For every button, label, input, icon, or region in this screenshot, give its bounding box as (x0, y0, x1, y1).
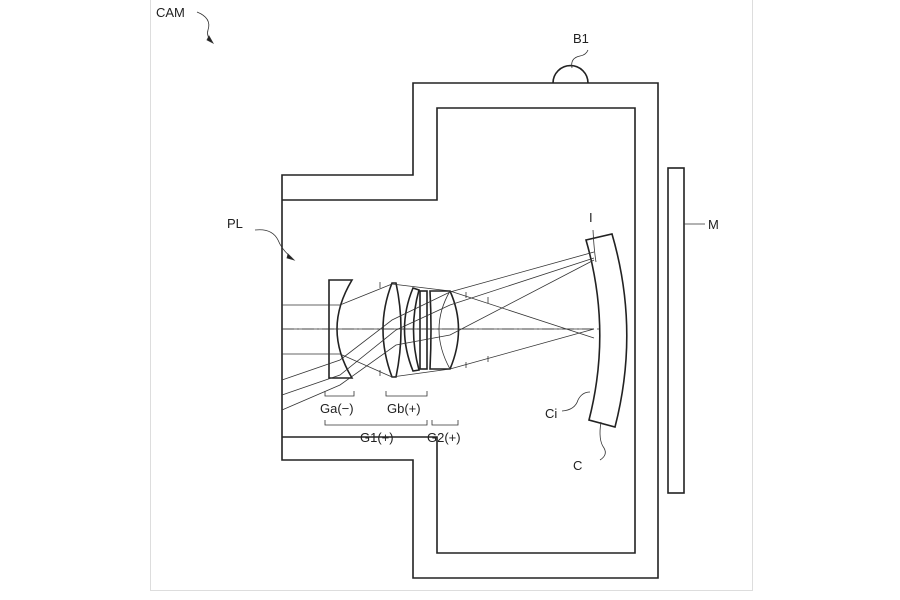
figure-frame (150, 0, 753, 591)
light-rays (281, 251, 595, 411)
sensor-c (584, 233, 628, 428)
label-ci: Ci (545, 406, 557, 421)
label-c: C (573, 458, 582, 473)
label-cam: CAM (156, 5, 185, 20)
lens-gb-1 (382, 282, 402, 378)
lens-gb-2 (403, 287, 421, 372)
label-g2: G2(+) (427, 430, 461, 445)
label-pl: PL (227, 216, 243, 231)
label-i: I (589, 210, 593, 225)
lens-g2-inner (438, 290, 451, 370)
camera-body-inner (282, 107, 636, 554)
leader-lines (196, 11, 705, 461)
stop-ticks (379, 282, 489, 376)
label-m: M (708, 217, 719, 232)
camera-body-outer (281, 82, 659, 579)
button-b1 (552, 64, 589, 84)
label-g1: G1(+) (360, 430, 394, 445)
group-brackets (324, 391, 459, 426)
label-ga: Ga(−) (320, 401, 354, 416)
monitor (667, 167, 685, 494)
label-b1: B1 (573, 31, 589, 46)
lens-gb-3 (419, 290, 428, 370)
label-gb: Gb(+) (387, 401, 421, 416)
